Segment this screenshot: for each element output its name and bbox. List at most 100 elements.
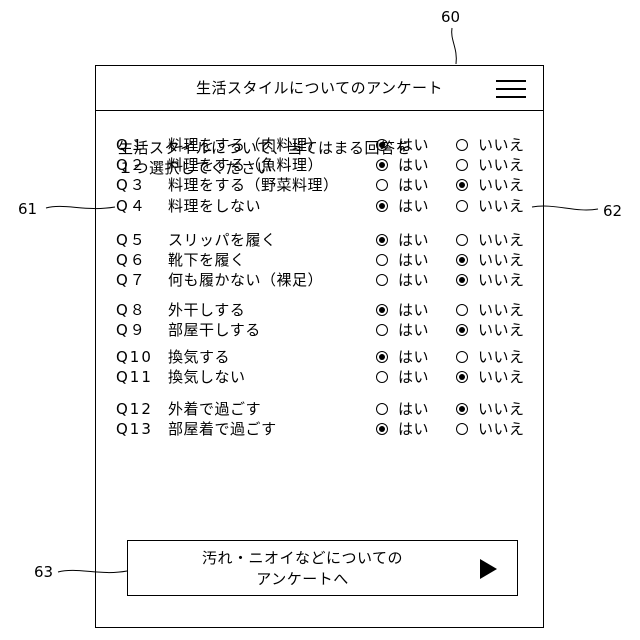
question-text: 部屋着で過ごす — [168, 419, 277, 439]
page-title: 生活スタイルについてのアンケート — [96, 78, 543, 98]
question-number: Q12 — [116, 399, 153, 419]
answer-no-label: いいえ — [478, 135, 525, 155]
question-number: Q３ — [116, 175, 147, 195]
answer-yes-label: はい — [398, 155, 429, 175]
answer-yes-label: はい — [398, 419, 429, 439]
question-number: Q２ — [116, 155, 147, 175]
answer-yes-label: はい — [398, 399, 429, 419]
radio-selected-icon[interactable] — [456, 274, 468, 286]
answer-no-label: いいえ — [478, 419, 525, 439]
question-text: 部屋干しする — [168, 320, 261, 340]
ref-label-answers: 62 — [603, 202, 622, 220]
answer-no-label: いいえ — [478, 230, 525, 250]
radio-selected-icon[interactable] — [376, 234, 388, 246]
radio-unselected-icon[interactable] — [456, 423, 468, 435]
answer-yes-label: はい — [398, 367, 429, 387]
question-row: Q12 外着で過ごす はい いいえ — [116, 399, 536, 419]
ref-label-device: 60 — [441, 8, 460, 26]
next-survey-button[interactable]: 汚れ・ニオイなどについての アンケートへ — [127, 540, 518, 596]
answer-yes-label: はい — [398, 250, 429, 270]
radio-unselected-icon[interactable] — [456, 159, 468, 171]
question-number: Q５ — [116, 230, 147, 250]
device-screen: 生活スタイルについてのアンケート 生活スタイルについて、当てはまる回答を １つ選… — [95, 65, 544, 628]
question-text: 何も履かない（裸足） — [168, 270, 323, 290]
question-row: Q３ 料理をする（野菜料理） はい いいえ — [116, 175, 536, 195]
app-header: 生活スタイルについてのアンケート — [96, 66, 543, 111]
question-row: Q５ スリッパを履く はい いいえ — [116, 230, 536, 250]
question-row: Q８ 外干しする はい いいえ — [116, 300, 536, 320]
radio-unselected-icon[interactable] — [376, 324, 388, 336]
answer-yes-label: はい — [398, 196, 429, 216]
question-number: Q11 — [116, 367, 153, 387]
radio-unselected-icon[interactable] — [376, 403, 388, 415]
answer-no-label: いいえ — [478, 347, 525, 367]
question-number: Q８ — [116, 300, 147, 320]
question-number: Q１ — [116, 135, 147, 155]
radio-selected-icon[interactable] — [456, 324, 468, 336]
answer-yes-label: はい — [398, 135, 429, 155]
answer-no-label: いいえ — [478, 270, 525, 290]
radio-unselected-icon[interactable] — [456, 351, 468, 363]
radio-selected-icon[interactable] — [376, 200, 388, 212]
radio-unselected-icon[interactable] — [456, 304, 468, 316]
answer-yes-label: はい — [398, 270, 429, 290]
question-row: Q13 部屋着で過ごす はい いいえ — [116, 419, 536, 439]
radio-selected-icon[interactable] — [376, 304, 388, 316]
radio-selected-icon[interactable] — [456, 179, 468, 191]
radio-unselected-icon[interactable] — [376, 179, 388, 191]
radio-selected-icon[interactable] — [376, 139, 388, 151]
radio-unselected-icon[interactable] — [376, 371, 388, 383]
answer-no-label: いいえ — [478, 367, 525, 387]
radio-unselected-icon[interactable] — [456, 200, 468, 212]
question-row: Q11 換気しない はい いいえ — [116, 367, 536, 387]
ref-label-questions: 61 — [18, 200, 37, 218]
question-text: 外干しする — [168, 300, 245, 320]
question-row: Q７ 何も履かない（裸足） はい いいえ — [116, 270, 536, 290]
answer-yes-label: はい — [398, 300, 429, 320]
question-text: 外着で過ごす — [168, 399, 261, 419]
ref-label-next-button: 63 — [34, 563, 53, 581]
question-text: 料理をする（魚料理） — [168, 155, 323, 175]
radio-selected-icon[interactable] — [456, 371, 468, 383]
question-text: 料理をしない — [168, 196, 261, 216]
play-arrow-icon — [480, 559, 497, 579]
radio-selected-icon[interactable] — [456, 403, 468, 415]
answer-no-label: いいえ — [478, 155, 525, 175]
radio-selected-icon[interactable] — [456, 254, 468, 266]
question-row: Q６靴下を履くはいいいえ — [116, 250, 536, 270]
answer-no-label: いいえ — [478, 320, 525, 340]
question-number: Q７ — [116, 270, 147, 290]
radio-unselected-icon[interactable] — [376, 254, 388, 266]
question-row: Q９部屋干しするはいいいえ — [116, 320, 536, 340]
question-row: Q10換気するはいいいえ — [116, 347, 536, 367]
radio-selected-icon[interactable] — [376, 351, 388, 363]
answer-yes-label: はい — [398, 175, 429, 195]
answer-no-label: いいえ — [478, 196, 525, 216]
answer-yes-label: はい — [398, 347, 429, 367]
question-text: 料理をする（野菜料理） — [168, 175, 339, 195]
hamburger-menu-icon[interactable] — [496, 79, 526, 99]
question-row: Q２ 料理をする（魚料理） はい いいえ — [116, 155, 536, 175]
next-survey-label: 汚れ・ニオイなどについての アンケートへ — [148, 548, 457, 590]
answer-no-label: いいえ — [478, 399, 525, 419]
question-text: スリッパを履く — [168, 230, 277, 250]
question-row: Q１ 料理をする（肉料理） はい いいえ — [116, 135, 536, 155]
answer-no-label: いいえ — [478, 250, 525, 270]
radio-unselected-icon[interactable] — [376, 274, 388, 286]
radio-selected-icon[interactable] — [376, 423, 388, 435]
radio-selected-icon[interactable] — [376, 159, 388, 171]
answer-no-label: いいえ — [478, 300, 525, 320]
radio-unselected-icon[interactable] — [456, 234, 468, 246]
answer-no-label: いいえ — [478, 175, 525, 195]
radio-unselected-icon[interactable] — [456, 139, 468, 151]
answer-yes-label: はい — [398, 230, 429, 250]
question-text: 靴下を履く — [168, 250, 246, 270]
question-text: 換気する — [168, 347, 230, 367]
question-number: Q９ — [116, 320, 147, 340]
question-number: Q４ — [116, 196, 147, 216]
leader-line-device — [452, 28, 457, 64]
question-row: Q４ 料理をしない はい いいえ — [116, 196, 536, 216]
question-text: 料理をする（肉料理） — [168, 135, 323, 155]
question-number: Q13 — [116, 419, 153, 439]
question-text: 換気しない — [168, 367, 246, 387]
